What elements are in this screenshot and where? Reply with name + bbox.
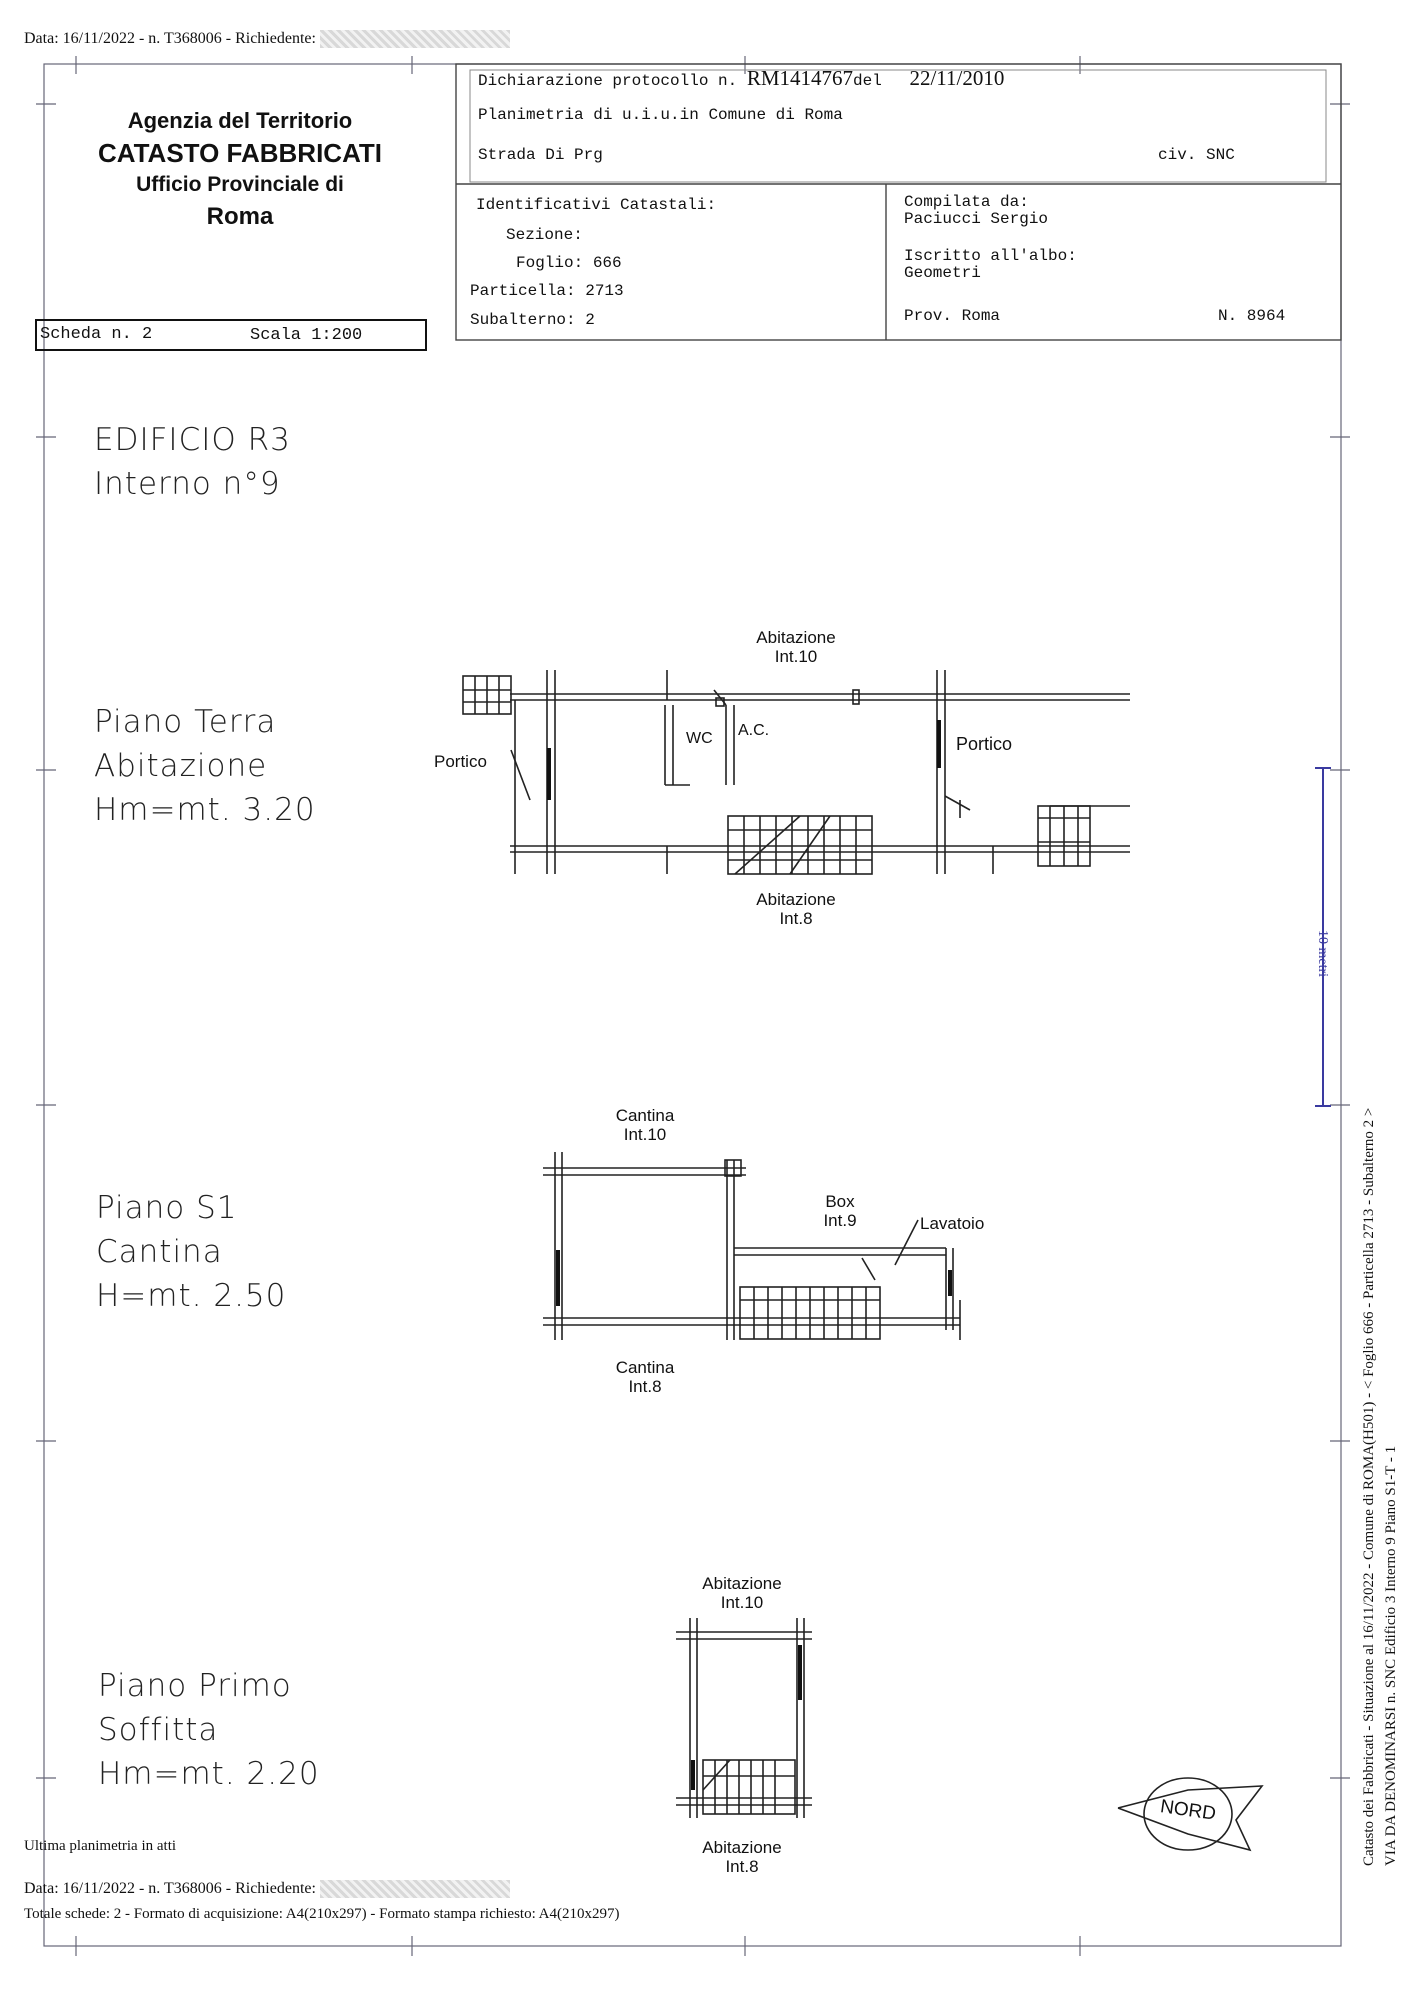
room-abitazione-int8-terra: Abitazione Int.8 [736, 890, 856, 928]
room-box-int9: Box Int.9 [800, 1192, 880, 1230]
dichiarazione-line: Dichiarazione protocollo n. RM1414767del… [478, 66, 1004, 91]
box-line1: Box [825, 1192, 855, 1211]
particella-field: Particella: 2713 [470, 282, 624, 300]
piano-s1-title: Piano S1 [96, 1190, 238, 1226]
strada-line: Strada Di Prg [478, 146, 603, 164]
cantina-top-line2: Int.10 [623, 1125, 667, 1144]
piano-terra-label: Piano Terra Abitazione Hm=mt. 3.20 [94, 700, 316, 832]
side-line-2: VIA DA DENOMINARSI n. SNC Edificio 3 Int… [1383, 1445, 1399, 1866]
footer-redacted-requester [319, 1880, 510, 1899]
primo-top-line1: Abitazione [702, 1574, 782, 1593]
scheda-number: Scheda n. 2 [40, 325, 153, 344]
ufficio-label: Ufficio Provinciale di [136, 173, 344, 196]
top-data-line: Data: 16/11/2022 - n. T368006 - Richiede… [24, 30, 510, 49]
albo-number: N. 8964 [1218, 307, 1286, 325]
piano-terra-height: Hm=mt. 3.20 [94, 792, 316, 828]
ac-label: A.C. [738, 722, 770, 739]
edificio-name: EDIFICIO R3 [94, 422, 291, 458]
footer-totale: Totale schede: 2 - Formato di acquisizio… [24, 1906, 620, 1922]
footer-data-line: Data: 16/11/2022 - n. T368006 - Richiede… [24, 1880, 510, 1899]
civico-line: civ. SNC [1158, 146, 1235, 164]
compilata-name: Paciucci Sergio [904, 210, 1049, 228]
agency-block: Agenzia del Territorio CATASTO FABBRICAT… [60, 108, 420, 231]
primo-bottom-line1: Abitazione [702, 1838, 782, 1857]
agency-name: Agenzia del Territorio [127, 108, 353, 133]
piano-primo-label: Piano Primo Soffitta Hm=mt. 2.20 [98, 1664, 320, 1796]
iscritto-label: Iscritto all'albo: [904, 247, 1077, 265]
protocol-date: 22/11/2010 [909, 66, 1005, 90]
portico-left-label: Portico [434, 752, 487, 771]
box-line2: Int.9 [823, 1211, 857, 1230]
piano-terra-title: Piano Terra [94, 704, 277, 740]
identificativi-title: Identificativi Catastali: [476, 196, 717, 214]
dichiarazione-label: Dichiarazione protocollo n. [478, 72, 738, 90]
north-arrow-icon [1117, 1777, 1264, 1852]
protocol-number: RM1414767 [746, 66, 854, 90]
cantina-bottom-line2: Int.8 [628, 1377, 662, 1396]
subalterno-field: Subalterno: 2 [470, 311, 595, 329]
piano-s1-height: H=mt. 2.50 [96, 1278, 287, 1314]
interno-number: Interno n°9 [94, 466, 281, 502]
portico-right-label: Portico [956, 734, 1013, 754]
piano-primo-use: Soffitta [98, 1712, 219, 1748]
room-abitazione-int8-primo: Abitazione Int.8 [682, 1838, 802, 1876]
cantina-top-line1: Cantina [615, 1106, 675, 1125]
compilata-block: Compilata da: Paciucci Sergio [904, 194, 1048, 228]
primo-top-line2: Int.10 [720, 1593, 764, 1612]
room-top-line1: Abitazione [756, 628, 836, 647]
redacted-requester [319, 30, 510, 49]
room-cantina-int10: Cantina Int.10 [585, 1106, 705, 1144]
piano-primo-title: Piano Primo [98, 1668, 292, 1704]
scale-label: Scala 1:200 [250, 326, 363, 345]
sezione-field: Sezione: [506, 226, 583, 244]
catasto-title: CATASTO FABBRICATI [97, 138, 383, 168]
prov-field: Prov. Roma [904, 307, 1001, 325]
piano-s1-use: Cantina [96, 1234, 223, 1270]
room-abitazione-int10-terra: Abitazione Int.10 [736, 628, 856, 666]
room-cantina-int8: Cantina Int.8 [585, 1358, 705, 1396]
lavatoio-label: Lavatoio [920, 1214, 985, 1233]
piano-s1-label: Piano S1 Cantina H=mt. 2.50 [96, 1186, 286, 1318]
ultima-planimetria: Ultima planimetria in atti [24, 1838, 177, 1854]
room-bottom-line1: Abitazione [756, 890, 836, 909]
del-label: del [853, 72, 882, 90]
compilata-title: Compilata da: [904, 193, 1029, 211]
room-abitazione-int10-primo: Abitazione Int.10 [682, 1574, 802, 1612]
side-cadastral-text: Catasto dei Fabbricati - Situazione al 1… [1358, 826, 1402, 1866]
albo-block: Iscritto all'albo: Geometri [904, 248, 1077, 282]
top-data-text: Data: 16/11/2022 - n. T368006 - Richiede… [24, 30, 316, 47]
piano-terra-use: Abitazione [94, 748, 268, 784]
edificio-label: EDIFICIO R3 Interno n°9 [94, 418, 291, 506]
scale-bar-label: 10 metri [1315, 930, 1330, 978]
piano-primo-height: Hm=mt. 2.20 [98, 1756, 320, 1792]
room-top-line2: Int.10 [774, 647, 818, 666]
cantina-bottom-line1: Cantina [615, 1358, 675, 1377]
albo-value: Geometri [904, 264, 981, 282]
ufficio-city: Roma [206, 203, 274, 230]
primo-bottom-line2: Int.8 [725, 1857, 759, 1876]
footer-data-text: Data: 16/11/2022 - n. T368006 - Richiede… [24, 1880, 316, 1897]
side-line-1: Catasto dei Fabbricati - Situazione al 1… [1361, 1107, 1377, 1866]
planimetria-line: Planimetria di u.i.u.in Comune di Roma [478, 106, 843, 124]
foglio-field: Foglio: 666 [516, 254, 622, 272]
wc-label: WC [686, 730, 713, 747]
room-bottom-line2: Int.8 [779, 909, 813, 928]
